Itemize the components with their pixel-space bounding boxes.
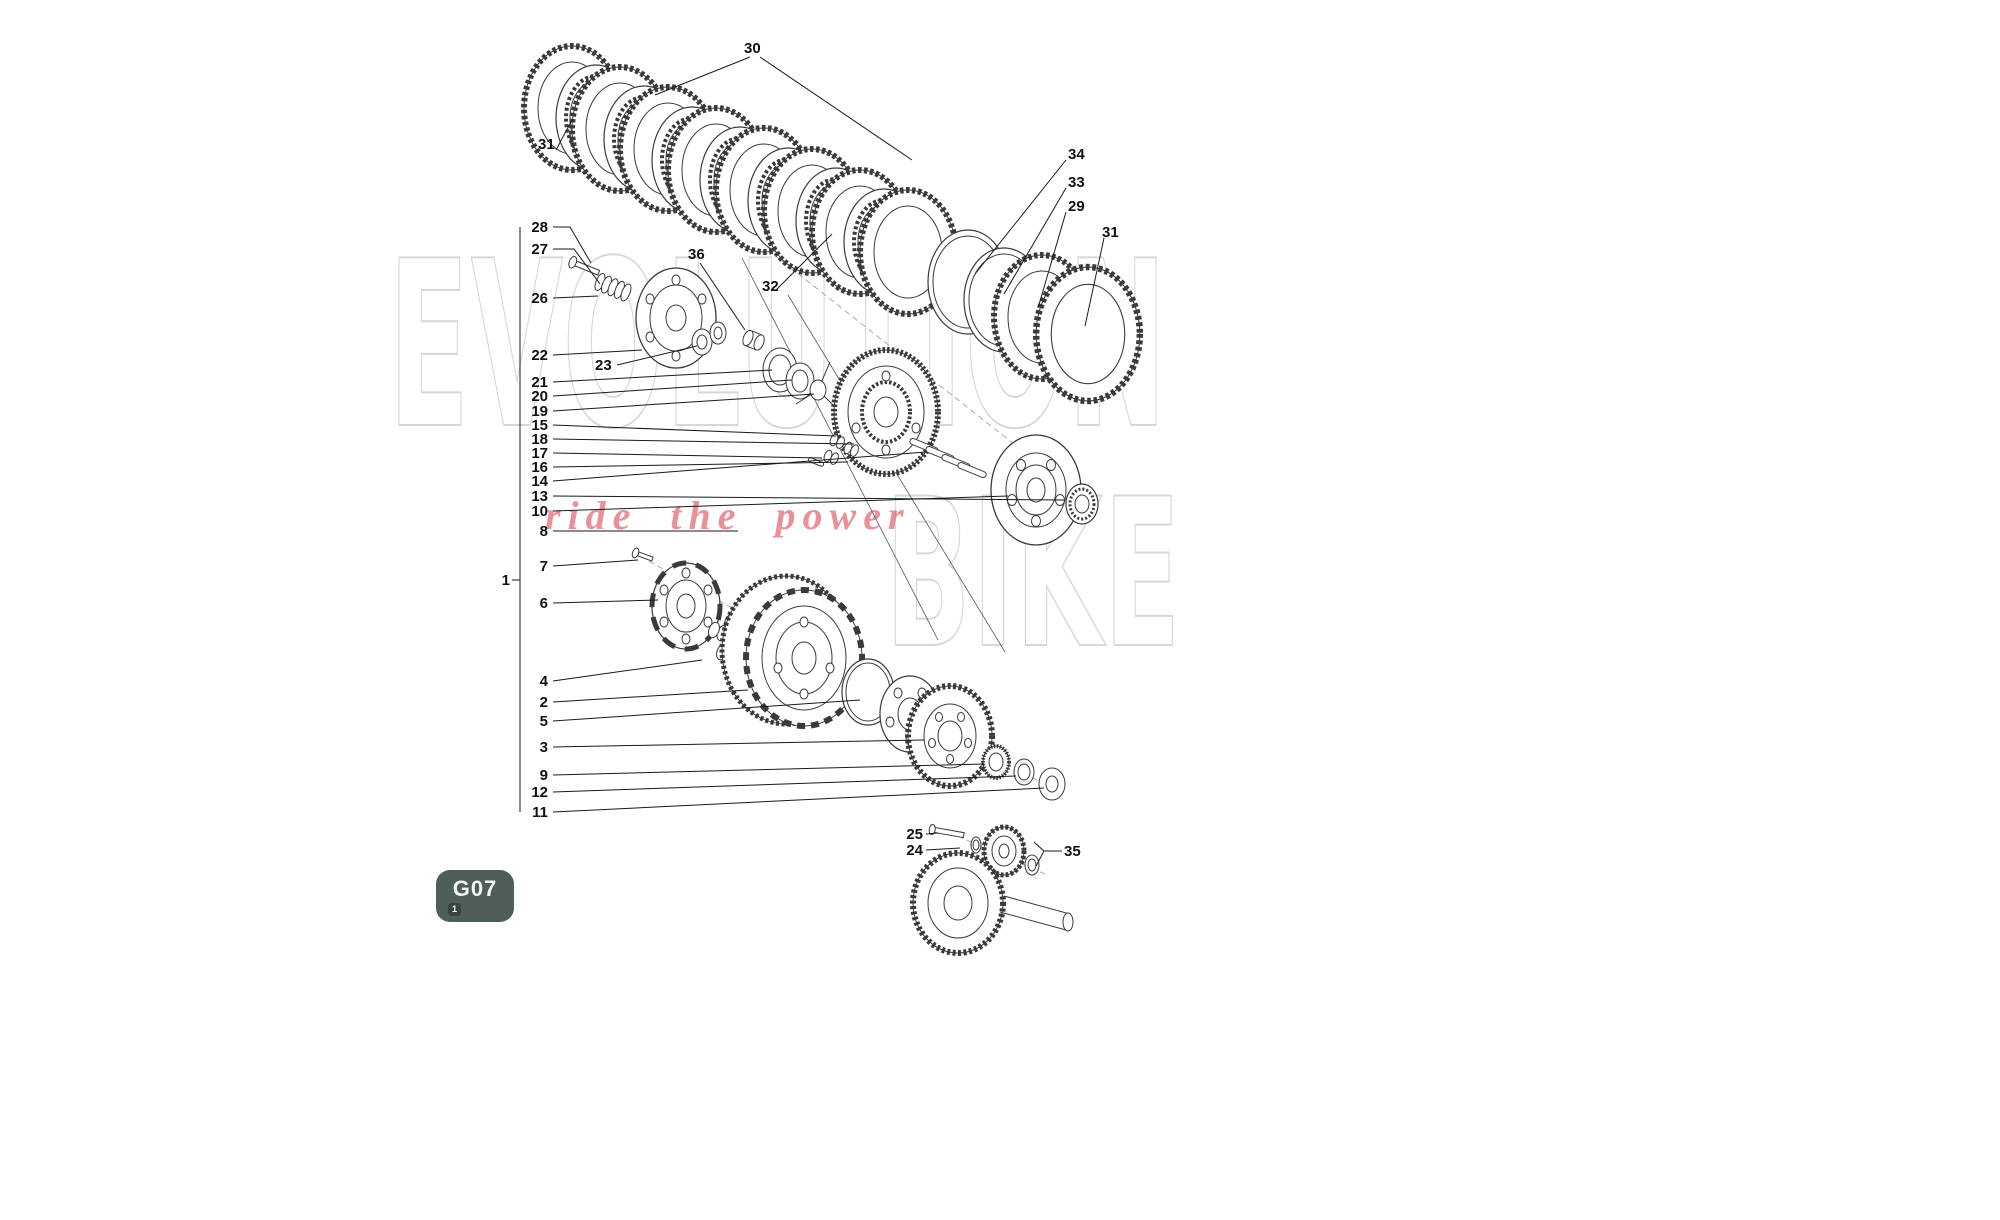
part-label-14: 14 [531,473,548,490]
part-label-19: 19 [531,403,548,420]
part-label-26: 26 [531,290,548,307]
part-label-15: 15 [531,417,548,434]
thrust-washer [1038,767,1066,801]
page-code-badge: G07 1 [436,870,514,922]
oil-pump-gear-assembly [910,824,1074,956]
part-label-5: 5 [539,713,548,730]
part-label-6: 6 [539,595,548,612]
needle-bearing [981,744,1011,780]
part-label-8: 8 [539,523,548,540]
part-label-31-right: 31 [1102,224,1119,241]
part-label-31-top-left: 31 [538,136,555,153]
part-label-4: 4 [539,673,548,690]
part-label-9: 9 [539,767,548,784]
part-label-16: 16 [531,459,548,476]
counter-shaft-gear [910,850,1074,956]
judder-rings [927,229,1140,401]
pressure-plate-assembly [568,256,765,369]
primary-driven-disc [990,434,1082,546]
part-label-23: 23 [595,357,612,374]
part-label-7: 7 [539,558,548,575]
part-label-22: 22 [531,347,548,364]
anti-judder-spider [795,361,839,411]
part-label-12: 12 [531,784,548,801]
part-label-18: 18 [531,431,548,448]
part-label-1: 1 [501,572,510,589]
pump-gear [981,824,1027,878]
part-label-32: 32 [762,278,779,295]
part-label-33: 33 [1068,174,1085,191]
part-label-25: 25 [906,826,923,843]
part-label-27: 27 [531,241,548,258]
part-label-35: 35 [1064,843,1081,860]
part-label-13: 13 [531,488,548,505]
page-code: G07 [452,876,498,901]
hub-bearing [1065,483,1099,525]
spacer-bush [1013,758,1035,786]
part-label-3: 3 [539,739,548,756]
damper-plate [649,560,723,652]
part-label-29: 29 [1068,198,1085,215]
part-label-24: 24 [906,842,923,859]
guide-lines [741,257,1006,653]
clutch-basket [719,573,865,729]
part-label-11: 11 [532,804,548,821]
part-label-36: 36 [688,246,705,263]
part-label-17: 17 [531,445,548,462]
clutch-plate-stack [524,46,956,314]
pushrods [909,438,987,478]
primary-gear [905,683,995,789]
clutch-basket-assembly [631,547,1066,801]
part-label-30: 30 [744,40,761,57]
page-code-sub: 1 [448,903,461,916]
part-label-2: 2 [539,694,548,711]
part-label-10: 10 [531,503,548,520]
part-label-20: 20 [531,388,548,405]
part-label-28: 28 [531,219,548,236]
leader-lines [512,56,1105,867]
part-label-34: 34 [1068,146,1085,163]
part-label-21: 21 [531,374,548,391]
